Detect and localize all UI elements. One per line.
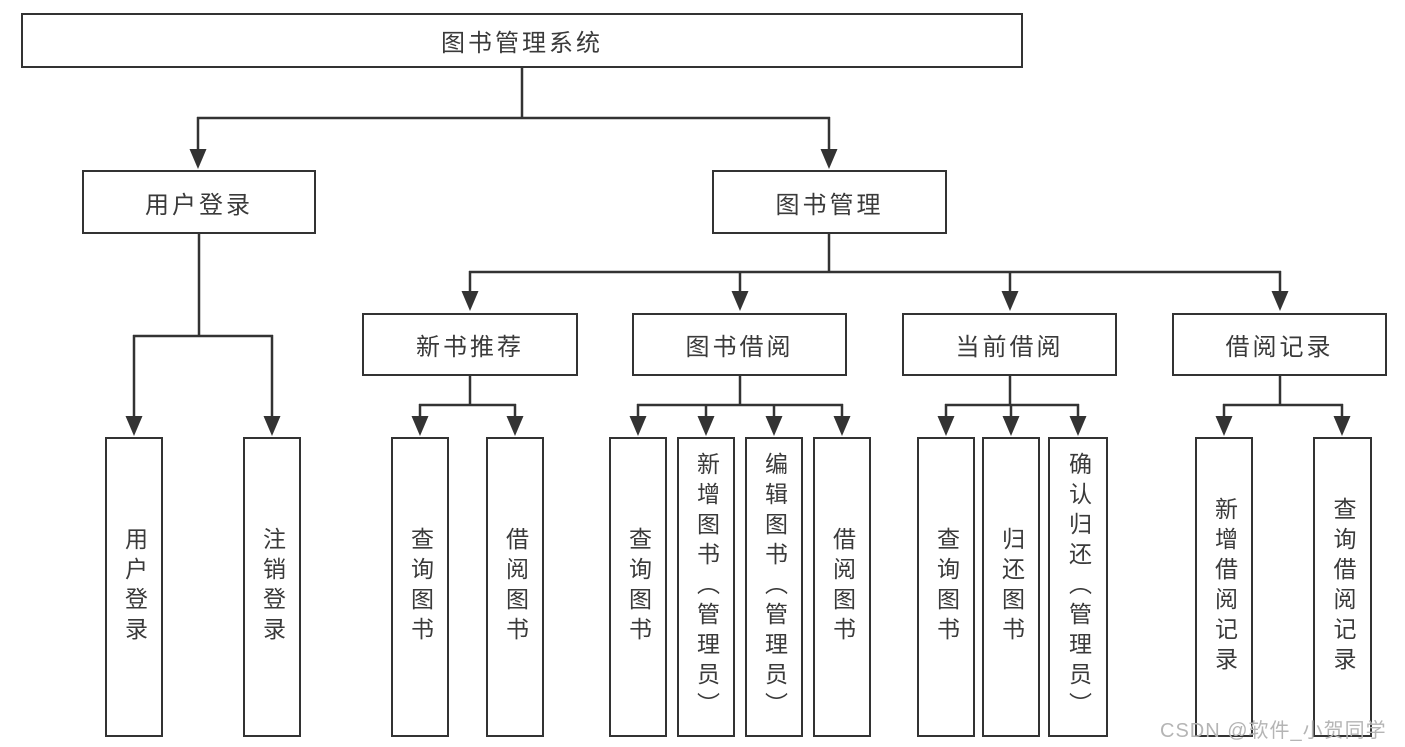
leaf-query-borrow-record-label: 查询借阅记录 [1330,497,1356,677]
leaf-add-borrow-record-label: 新增借阅记录 [1211,497,1238,677]
node-book-borrow-label: 图书借阅 [685,334,794,361]
csdn-watermark: CSDN @软件_小贺同学 [1160,720,1387,742]
leaf-logout: 注销登录 [243,437,301,737]
leaf-confirm-return-admin: 确认归还（管理员） [1048,437,1108,737]
leaf-borrow-book-borrow-label: 借阅图书 [829,527,856,647]
node-borrow-records-label: 借阅记录 [1225,334,1334,361]
node-book-borrow: 图书借阅 [632,313,847,376]
connector-newbookrec-to-leaves [411,376,524,436]
leaf-query-book-current-label: 查询图书 [933,527,960,647]
leaf-query-book-borrow-label: 查询图书 [625,527,652,647]
node-root: 图书管理系统 [21,13,1023,68]
leaf-add-book-admin-label: 新增图书（管理员） [693,452,720,722]
node-borrow-records: 借阅记录 [1172,313,1387,376]
node-book-mgmt-label: 图书管理 [775,191,884,219]
node-user-login-label: 用户登录 [145,191,253,219]
leaf-user-login-label: 用户登录 [121,527,148,647]
connector-borrowrecords-to-leaves [1215,376,1351,436]
leaf-user-login: 用户登录 [105,437,163,737]
connector-root-to-level1 [189,68,838,169]
leaf-borrow-book-rec: 借阅图书 [486,437,544,737]
node-root-label: 图书管理系统 [441,30,603,57]
connector-currentborrow-to-leaves [937,376,1087,436]
leaf-return-book: 归还图书 [982,437,1040,737]
node-book-mgmt: 图书管理 [712,170,947,234]
node-new-book-rec: 新书推荐 [362,313,578,376]
leaf-edit-book-admin-label: 编辑图书（管理员） [761,452,788,722]
leaf-query-book-rec-label: 查询图书 [407,527,434,647]
leaf-query-borrow-record: 查询借阅记录 [1313,437,1372,737]
leaf-add-borrow-record: 新增借阅记录 [1195,437,1253,737]
connector-userlogin-to-leaves [125,233,281,436]
node-user-login: 用户登录 [82,170,316,234]
connector-bookborrow-to-leaves [629,376,851,436]
leaf-add-book-admin: 新增图书（管理员） [677,437,735,737]
leaf-borrow-book-borrow: 借阅图书 [813,437,871,737]
leaf-query-book-borrow: 查询图书 [609,437,667,737]
connector-bookmgmt-to-level2 [461,233,1289,311]
node-current-borrow: 当前借阅 [902,313,1117,376]
leaf-edit-book-admin: 编辑图书（管理员） [745,437,803,737]
leaf-confirm-return-admin-label: 确认归还（管理员） [1065,452,1092,722]
leaf-logout-label: 注销登录 [259,527,286,647]
leaf-return-book-label: 归还图书 [998,527,1025,647]
leaf-borrow-book-rec-label: 借阅图书 [502,527,529,647]
node-new-book-rec-label: 新书推荐 [416,334,524,361]
node-current-borrow-label: 当前借阅 [955,334,1064,361]
leaf-query-book-current: 查询图书 [917,437,975,737]
leaf-query-book-rec: 查询图书 [391,437,449,737]
